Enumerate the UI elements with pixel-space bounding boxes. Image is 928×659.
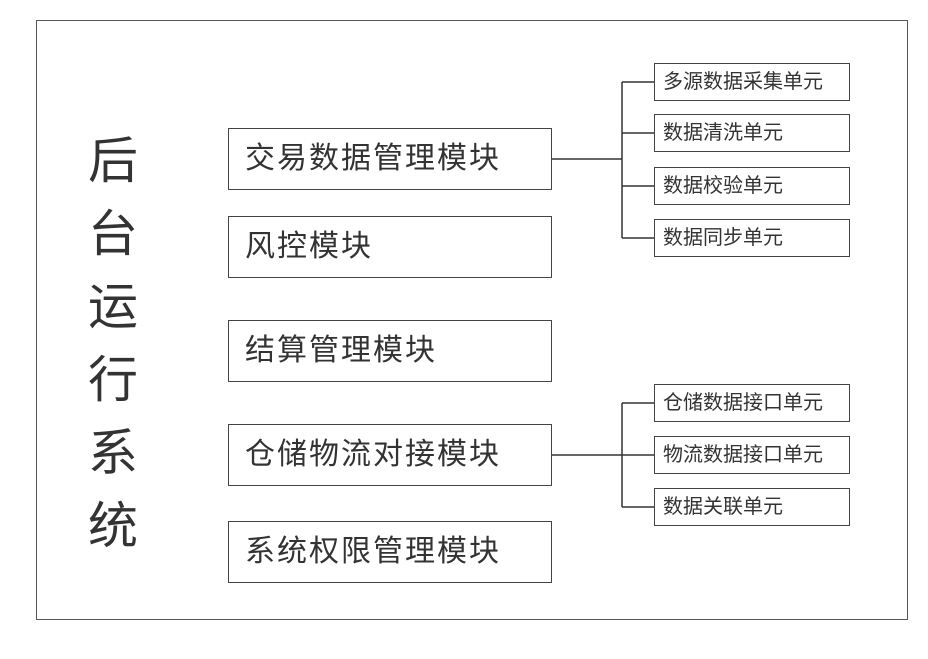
module-risk-control: 风控模块 [228,216,552,278]
module-settlement: 结算管理模块 [228,320,552,382]
unit-data-sync: 数据同步单元 [654,219,850,257]
unit-warehouse-interface: 仓储数据接口单元 [654,384,850,422]
unit-multi-source-collection: 多源数据采集单元 [654,63,850,101]
module-trade-data: 交易数据管理模块 [228,128,552,190]
unit-data-cleaning: 数据清洗单元 [654,114,850,152]
unit-logistics-interface: 物流数据接口单元 [654,436,850,474]
module-logistics: 仓储物流对接模块 [228,424,552,486]
module-permissions: 系统权限管理模块 [228,521,552,583]
unit-data-association: 数据关联单元 [654,488,850,526]
unit-data-validation: 数据校验单元 [654,167,850,205]
